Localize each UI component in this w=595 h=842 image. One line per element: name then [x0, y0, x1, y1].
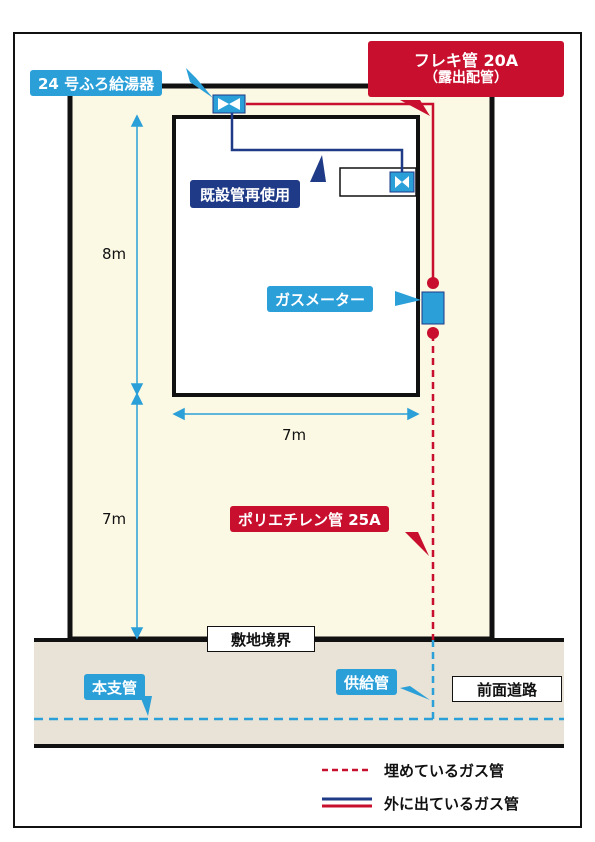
dim-house-height-label: 8m: [102, 245, 127, 263]
dim-yard-depth-label: 7m: [102, 510, 127, 528]
flex-pipe-label-line2: （露出配管）: [424, 70, 508, 87]
existing-pipe-pointer: [310, 155, 326, 182]
existing-pipe-label: 既設管再使用: [190, 180, 301, 208]
water-heater-valve-icon: [212, 94, 246, 114]
dim-house-width-label: 7m: [282, 426, 307, 444]
gas-meter-label: ガスメーター: [267, 286, 374, 312]
existing-pipe-line: [230, 104, 404, 178]
supply-pipe-label: 供給管: [336, 669, 398, 695]
gas-meter-pointer: [395, 291, 421, 306]
flex-pipe-label-line1: フレキ管 20A: [413, 51, 519, 70]
polyethylene-pipe-pointer: [405, 532, 429, 556]
site-boundary-label: 敷地境界: [207, 626, 315, 652]
front-road-label: 前面道路: [452, 676, 562, 702]
polyethylene-pipe-label: ポリエチレン管 25A: [230, 506, 389, 532]
water-heater-label: 24 号ふろ給湯器: [30, 70, 163, 96]
supply-pipe-pointer: [400, 686, 430, 700]
flex-pipe-line: [246, 102, 435, 282]
flex-pipe-pointer: [400, 100, 430, 116]
legend-exposed-label: 外に出ているガス管: [384, 795, 520, 813]
outer-frame: [13, 32, 582, 828]
main-pipe-label: 本支管: [84, 674, 146, 700]
main-pipe-pointer: [140, 696, 152, 716]
appliance-valve-icon: [389, 171, 415, 193]
meter-bottom-joint-icon: [427, 327, 439, 339]
meter-top-joint-icon: [427, 277, 439, 289]
flex-pipe-label: フレキ管 20A （露出配管）: [368, 41, 564, 97]
gas-meter-icon: [421, 291, 445, 325]
house-outline: [172, 115, 420, 397]
water-heater-pointer: [186, 68, 213, 98]
legend-buried-label: 埋めているガス管: [384, 762, 505, 780]
